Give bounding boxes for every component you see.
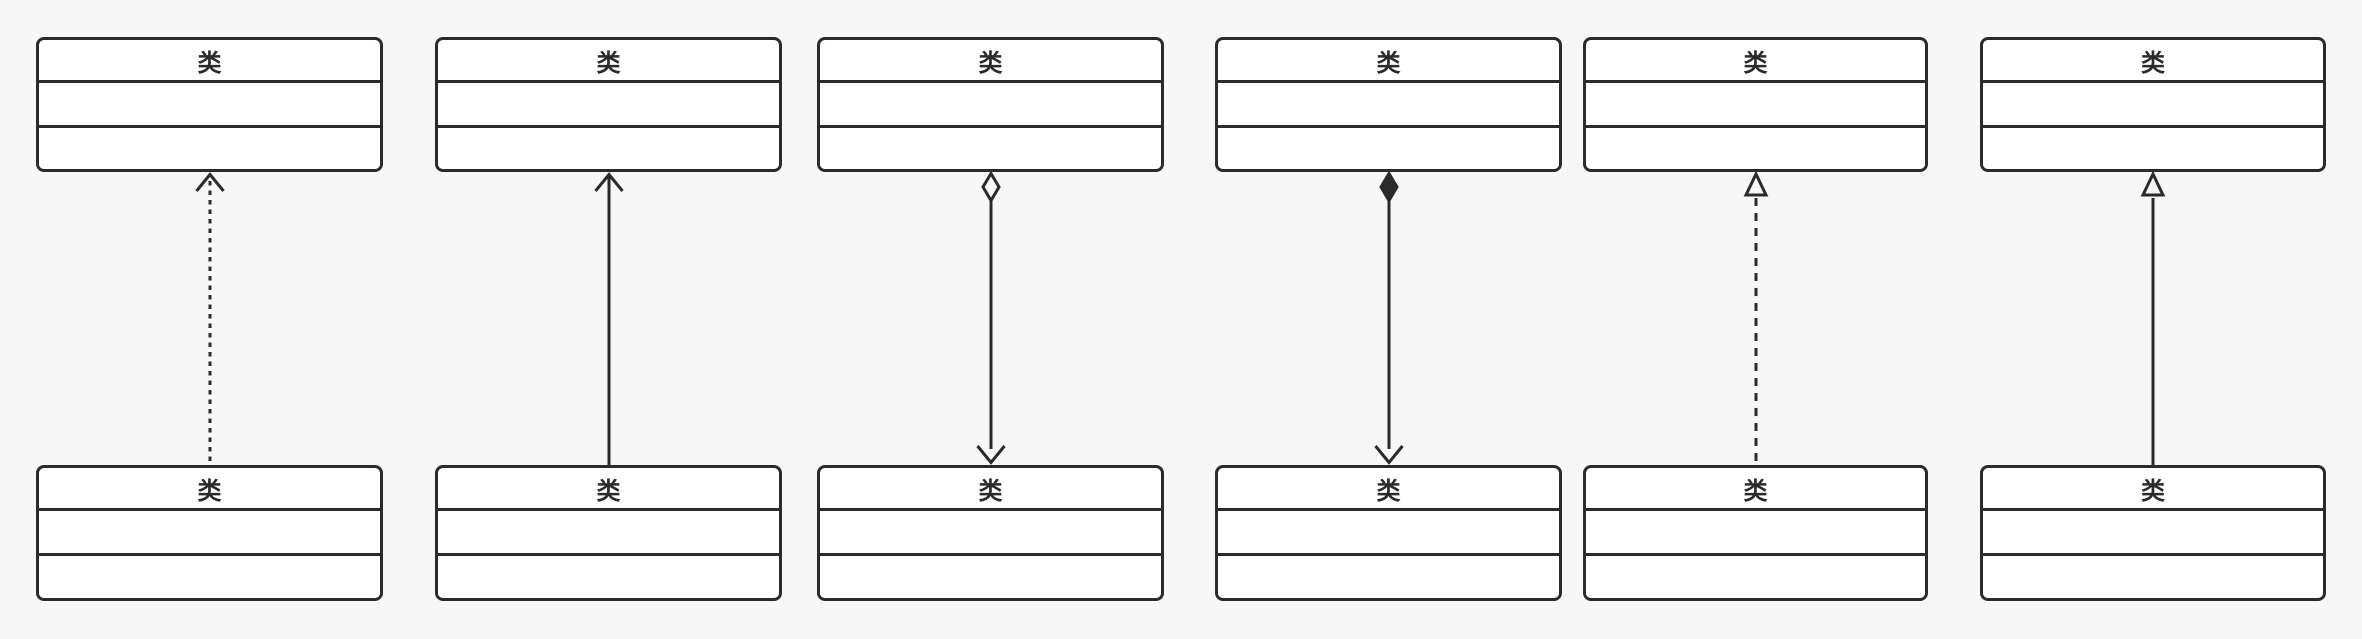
class-title: 类: [1218, 468, 1559, 511]
class-compartment-attributes: [1586, 511, 1925, 553]
class-box-bottom[interactable]: 类: [435, 465, 782, 601]
class-compartment-attributes: [1983, 511, 2323, 553]
class-compartment-attributes: [39, 83, 380, 125]
class-title: 类: [1586, 468, 1925, 511]
class-title: 类: [1983, 468, 2323, 511]
class-compartment-methods: [1218, 553, 1559, 598]
uml-relation-column-association: 类 类: [435, 37, 782, 601]
class-compartment-attributes: [820, 511, 1161, 553]
class-compartment-methods: [1983, 124, 2323, 169]
class-title: 类: [1586, 40, 1925, 83]
open-arrowhead-icon: [194, 172, 225, 192]
class-compartment-attributes: [39, 511, 380, 553]
realization-connector[interactable]: [1726, 172, 1786, 465]
class-title: 类: [39, 468, 380, 511]
hollow-diamond-icon: [980, 172, 1001, 204]
class-compartment-methods: [438, 124, 779, 169]
composition-connector[interactable]: [1359, 172, 1419, 465]
class-compartment-attributes: [438, 83, 779, 125]
class-box-top[interactable]: 类: [1215, 37, 1562, 172]
class-box-top[interactable]: 类: [1980, 37, 2326, 172]
class-box-bottom[interactable]: 类: [1980, 465, 2326, 601]
class-title: 类: [820, 468, 1161, 511]
class-compartment-methods: [820, 124, 1161, 169]
class-title: 类: [820, 40, 1161, 83]
class-compartment-attributes: [820, 83, 1161, 125]
class-compartment-attributes: [1218, 511, 1559, 553]
class-compartment-methods: [1586, 553, 1925, 598]
aggregation-connector[interactable]: [961, 172, 1021, 465]
class-compartment-methods: [1983, 553, 2323, 598]
class-title: 类: [1218, 40, 1559, 83]
class-title: 类: [438, 40, 779, 83]
open-arrowhead-icon: [1373, 445, 1404, 465]
uml-relation-column-composition: 类 类: [1215, 37, 1562, 601]
generalization-connector[interactable]: [2123, 172, 2183, 465]
hollow-triangle-icon: [1743, 172, 1768, 197]
class-compartment-methods: [39, 124, 380, 169]
open-arrowhead-icon: [593, 172, 624, 192]
class-box-top[interactable]: 类: [36, 37, 383, 172]
class-compartment-methods: [438, 553, 779, 598]
hollow-triangle-icon: [2140, 172, 2166, 197]
class-box-bottom[interactable]: 类: [817, 465, 1164, 601]
class-box-top[interactable]: 类: [435, 37, 782, 172]
class-compartment-methods: [39, 553, 380, 598]
class-box-bottom[interactable]: 类: [36, 465, 383, 601]
class-compartment-methods: [1218, 124, 1559, 169]
class-box-top[interactable]: 类: [1583, 37, 1928, 172]
class-title: 类: [1983, 40, 2323, 83]
class-title: 类: [438, 468, 779, 511]
class-compartment-methods: [820, 553, 1161, 598]
class-title: 类: [39, 40, 380, 83]
class-compartment-attributes: [438, 511, 779, 553]
uml-relation-column-realization: 类 类: [1583, 37, 1928, 601]
class-compartment-attributes: [1218, 83, 1559, 125]
association-connector[interactable]: [579, 172, 639, 465]
uml-relation-column-dependency: 类 类: [36, 37, 383, 601]
class-box-bottom[interactable]: 类: [1215, 465, 1562, 601]
class-box-top[interactable]: 类: [817, 37, 1164, 172]
uml-relation-column-aggregation: 类 类: [817, 37, 1164, 601]
class-compartment-methods: [1586, 124, 1925, 169]
uml-relation-column-generalization: 类 类: [1980, 37, 2326, 601]
class-compartment-attributes: [1586, 83, 1925, 125]
filled-diamond-icon: [1378, 172, 1399, 204]
class-box-bottom[interactable]: 类: [1583, 465, 1928, 601]
dependency-connector[interactable]: [180, 172, 240, 465]
class-compartment-attributes: [1983, 83, 2323, 125]
open-arrowhead-icon: [975, 445, 1006, 465]
